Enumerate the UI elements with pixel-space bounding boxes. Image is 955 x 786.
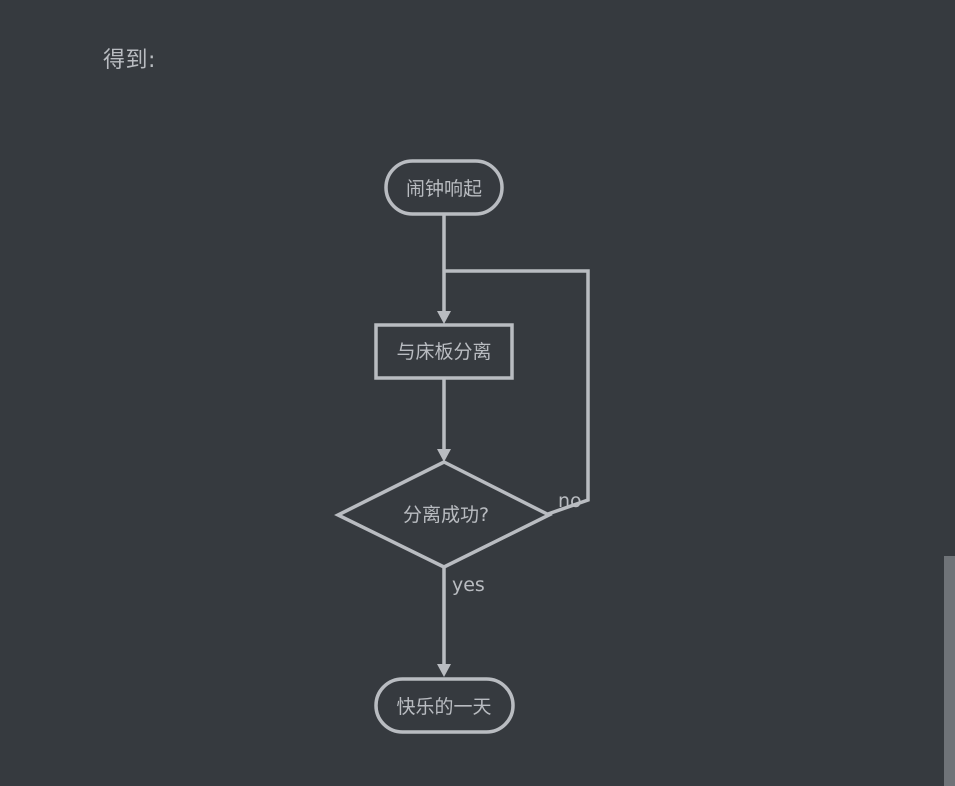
- decision-diamond-shape: [334, 460, 553, 569]
- flowchart-edges: [437, 215, 590, 677]
- action-node-label: 与床板分离: [396, 341, 491, 363]
- end-node-label: 快乐的一天: [396, 696, 491, 718]
- action-process-shape: [374, 323, 514, 380]
- start-node-label: 闹钟响起: [406, 178, 482, 200]
- node-end: 快乐的一天: [374, 677, 515, 734]
- edge-decision-to-action-no: [444, 269, 590, 516]
- arrowhead-end-top: [437, 664, 451, 677]
- arrowhead-decision-top: [437, 449, 451, 462]
- start-terminator-shape: [384, 159, 504, 216]
- vertical-scrollbar-thumb[interactable]: [944, 556, 955, 786]
- section-heading: 得到:: [103, 48, 156, 73]
- end-terminator-shape: [374, 677, 515, 734]
- edge-label-yes: yes: [452, 574, 485, 596]
- arrowhead-action-top: [437, 311, 451, 324]
- node-action: 与床板分离: [374, 323, 514, 380]
- node-start: 闹钟响起: [384, 159, 504, 216]
- edge-label-no: no: [558, 490, 582, 512]
- decision-node-label: 分离成功?: [403, 504, 489, 526]
- node-decision: 分离成功?: [334, 460, 553, 569]
